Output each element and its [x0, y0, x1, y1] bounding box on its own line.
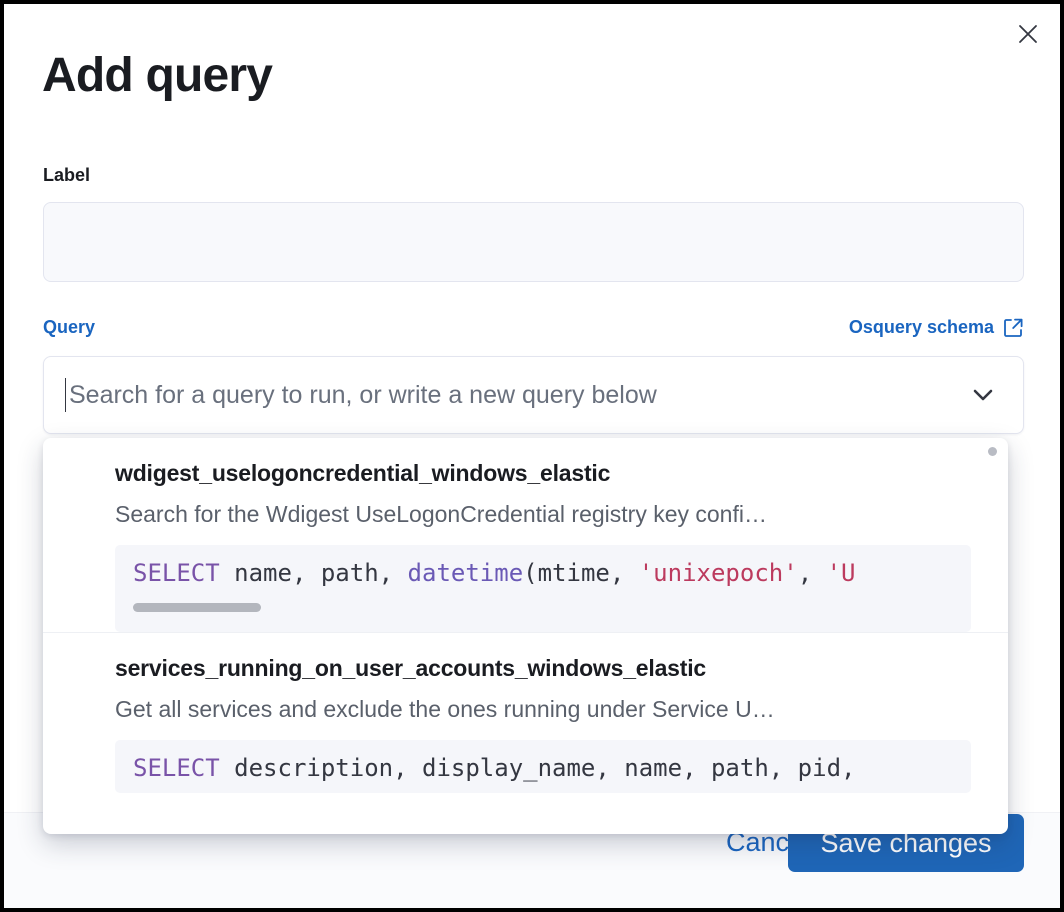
chevron-down-icon[interactable]: [968, 356, 998, 434]
page-title: Add query: [42, 49, 273, 102]
option-code-text: SELECT name, path, datetime(mtime, 'unix…: [133, 559, 856, 587]
close-icon: [1017, 23, 1039, 45]
query-combobox-box[interactable]: [43, 356, 1024, 434]
option-title: wdigest_uselogoncredential_windows_elast…: [115, 460, 611, 486]
text-caret: [65, 378, 66, 412]
option-code-block: SELECT name, path, datetime(mtime, 'unix…: [115, 545, 971, 632]
query-combobox[interactable]: Search for a query to run, or write a ne…: [43, 356, 1024, 434]
label-field-label: Label: [43, 165, 91, 185]
label-input[interactable]: [43, 202, 1024, 282]
query-field-label: Query: [43, 317, 96, 337]
option-code-text: SELECT description, display_name, name, …: [133, 754, 856, 782]
query-suggestions-dropdown: wdigest_uselogoncredential_windows_elast…: [43, 438, 1008, 834]
list-item[interactable]: services_running_on_user_accounts_window…: [43, 632, 1008, 793]
external-link-icon: [1003, 317, 1024, 338]
dropdown-scrollbar[interactable]: [988, 447, 997, 456]
list-item[interactable]: wdigest_uselogoncredential_windows_elast…: [43, 438, 1008, 632]
option-description: Get all services and exclude the ones ru…: [115, 696, 775, 722]
code-horizontal-scrollbar[interactable]: [115, 598, 971, 622]
option-title: services_running_on_user_accounts_window…: [115, 655, 706, 681]
osquery-schema-link[interactable]: Osquery schema: [849, 317, 1024, 338]
add-query-modal: Add query Label Query Osquery schema Sea…: [4, 4, 1060, 908]
code-scrollbar-thumb[interactable]: [133, 603, 261, 612]
close-button[interactable]: [1010, 16, 1046, 52]
option-code-block: SELECT description, display_name, name, …: [115, 740, 971, 793]
osquery-schema-link-label: Osquery schema: [848, 317, 994, 337]
option-description: Search for the Wdigest UseLogonCredentia…: [115, 501, 767, 527]
